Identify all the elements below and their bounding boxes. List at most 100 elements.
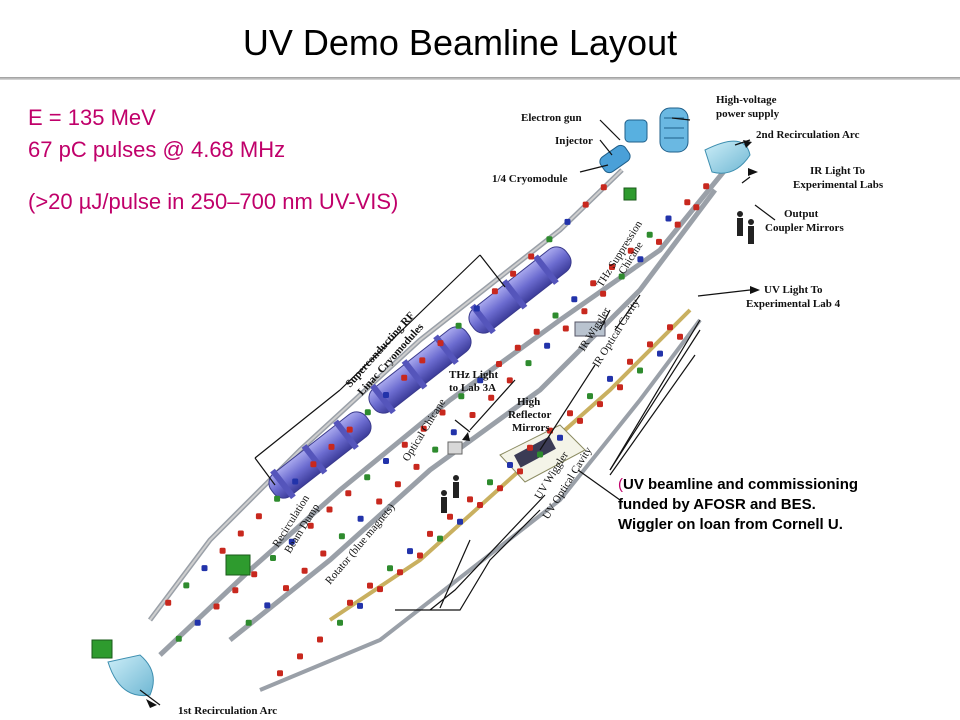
magnet (439, 409, 446, 416)
magnet (647, 341, 653, 348)
magnet (320, 550, 327, 557)
magnet (201, 565, 208, 572)
magnet (552, 312, 559, 319)
label-optical-chicane: Optical Chicane (400, 397, 448, 464)
magnet (401, 374, 408, 381)
magnet (432, 446, 439, 453)
magnet (364, 474, 371, 481)
magnet (450, 429, 457, 436)
magnet (346, 426, 353, 433)
magnet (175, 635, 182, 642)
second-recirculation-arc (704, 140, 751, 174)
magnet (407, 548, 413, 555)
magnet (514, 344, 521, 351)
magnet (376, 498, 383, 505)
magnet (347, 599, 353, 606)
label-uv-light-2: Experimental Lab 4 (746, 298, 841, 310)
cryomodule-3 (268, 411, 372, 500)
credit-line-3: Wiggler on loan from Cornell U. (618, 516, 843, 533)
injector-hardware (599, 107, 689, 174)
magnet (469, 412, 476, 418)
uv-output-text: (>20 µJ/pulse in 250–700 nm UV-VIS) (28, 189, 399, 214)
label-ir-light-2: Experimental Labs (793, 179, 884, 191)
uv-lower-bracket (429, 494, 546, 611)
magnet (617, 384, 623, 391)
magnet (401, 441, 408, 448)
arc-beam-dump (91, 639, 113, 659)
magnet (283, 585, 289, 592)
magnet (607, 375, 613, 382)
label-hr-mirrors-2: Reflector (508, 409, 551, 421)
magnet (310, 461, 317, 468)
magnet (245, 619, 252, 626)
magnet (590, 280, 597, 287)
magnet (367, 582, 373, 589)
magnet (525, 360, 532, 367)
magnet (567, 410, 573, 417)
magnet (537, 451, 543, 458)
funding-credit: (UV beamline and commissioning funded by… (618, 475, 858, 535)
magnet (577, 417, 583, 424)
magnet (657, 350, 663, 357)
magnet (183, 582, 190, 589)
magnet (488, 394, 495, 401)
magnet (301, 567, 308, 574)
magnet (213, 603, 220, 610)
magnet (420, 425, 427, 432)
magnet (473, 305, 480, 312)
magnet (510, 270, 517, 277)
magnet (165, 599, 172, 606)
magnet (587, 393, 593, 400)
magnet (665, 215, 672, 222)
magnet (517, 468, 523, 475)
arrow-thz-light (462, 432, 470, 441)
magnet (307, 522, 314, 529)
magnet (427, 530, 433, 537)
magnet (297, 653, 303, 660)
magnet (292, 478, 299, 485)
magnet (581, 308, 588, 315)
arrow-ir-light (748, 168, 758, 176)
magnet (597, 401, 603, 408)
magnet (507, 462, 513, 468)
label-rotator: Rotator (blue magnets) (323, 501, 398, 587)
magnet (270, 555, 276, 561)
injector-dump (623, 187, 637, 201)
label-hv-supply-1: High-voltage (716, 94, 777, 106)
magnet (457, 518, 463, 525)
magnet (364, 409, 371, 416)
label-hr-mirrors-1: High (517, 396, 540, 408)
magnet (277, 670, 283, 677)
magnet (387, 565, 393, 572)
label-thz-light-2: to Lab 3A (449, 382, 496, 394)
magnet (600, 290, 607, 297)
magnet (527, 444, 533, 451)
magnet (684, 199, 691, 206)
diagram-labels: Electron gun Injector 1/4 Cryomodule Hig… (178, 94, 884, 717)
beam-parameters: E = 135 MeV 67 pC pulses @ 4.68 MHz (>20… (28, 102, 398, 218)
magnet (506, 377, 513, 384)
magnet (357, 602, 363, 609)
magnet (637, 256, 644, 263)
arrow-uv-light (750, 286, 760, 294)
return-line-middle (228, 188, 717, 642)
recirculation-beam-dump (225, 554, 251, 576)
magnet (338, 533, 345, 540)
magnet (557, 434, 563, 441)
magnet (646, 231, 653, 238)
magnet (326, 506, 333, 513)
label-electron-gun: Electron gun (521, 112, 582, 124)
magnet (496, 361, 502, 367)
magnet (677, 333, 683, 340)
label-thz-light-1: THz Light (449, 369, 499, 381)
label-output-coupler-2: Coupler Mirrors (765, 222, 844, 234)
magnet (487, 479, 493, 486)
magnet (437, 340, 444, 347)
magnet (477, 377, 484, 384)
magnet (477, 502, 483, 508)
magnet (533, 328, 540, 335)
label-second-arc: 2nd Recirculation Arc (756, 129, 860, 141)
page-title: UV Demo Beamline Layout (242, 22, 678, 63)
magnet (546, 236, 553, 243)
